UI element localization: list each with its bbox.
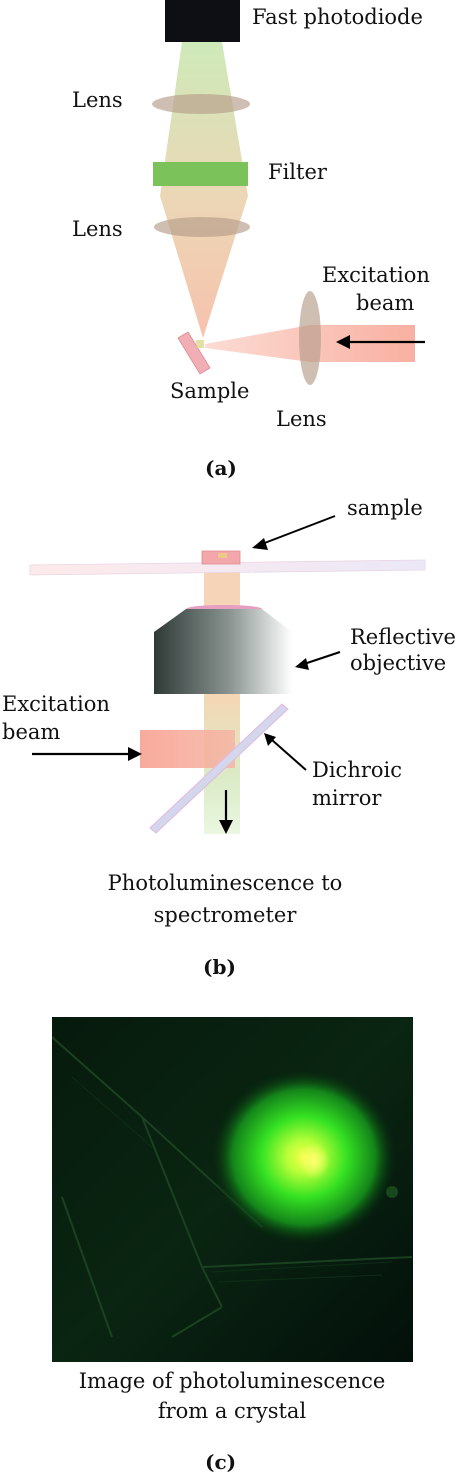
lens-top-label: Lens [72,88,123,112]
mirror-label-1: Dichroic [312,758,402,782]
lens-beam-label: Lens [276,407,327,431]
panel-c-caption: (c) [205,1450,237,1474]
panel-b-diagram [29,515,426,834]
dichroic-mirror [149,703,289,834]
photo-caption-2: from a crystal [157,1399,307,1423]
photodiode-block [165,0,240,42]
lens-beam [299,291,321,385]
excitation-beam-label-a-2: beam [356,291,415,315]
filter-label: Filter [268,160,327,184]
photoluminescence-image [52,1017,413,1362]
mirror-label-2: mirror [312,786,382,810]
excitation-beam-b [140,730,235,768]
panel-a-caption: (a) [205,456,237,480]
sample-label-a: Sample [170,379,250,403]
lens-top [152,94,250,114]
output-arrow [219,790,233,834]
excitation-arrow [336,335,425,349]
photoluminescence-core [298,1143,330,1179]
excitation-beam-label-b-1: Excitation [2,692,110,716]
filter-block [153,162,248,186]
sample-label-b: sample [347,496,423,520]
objective-label-2: objective [350,651,447,675]
photo-caption-1: Image of photoluminescence [78,1369,386,1393]
crystal-edges [52,1036,413,1338]
lens-middle [154,217,250,237]
panel-b-caption: (b) [203,955,236,979]
photo-render [52,1017,413,1362]
excitation-beam-label-a-1: Excitation [322,263,430,287]
fast-photodiode-label: Fast photodiode [252,5,423,29]
objective-label-1: Reflective [350,625,456,649]
objective-arrow [295,651,341,670]
emission-beam [160,42,248,338]
beam-column-upper [204,570,240,610]
panel-a-diagram [152,0,425,385]
lens-middle-label: Lens [72,217,123,241]
output-label-1: Photoluminescence to [107,871,343,895]
output-label-2: spectrometer [153,903,297,927]
sample-arrow [252,515,336,550]
sample-slab [177,331,211,375]
sample-spot [218,553,227,558]
mirror-arrow [264,733,307,771]
sample-stage [29,559,426,576]
excitation-arrow-b [32,747,142,761]
excitation-beam-label-b-2: beam [2,720,61,744]
reflective-objective [154,609,292,694]
